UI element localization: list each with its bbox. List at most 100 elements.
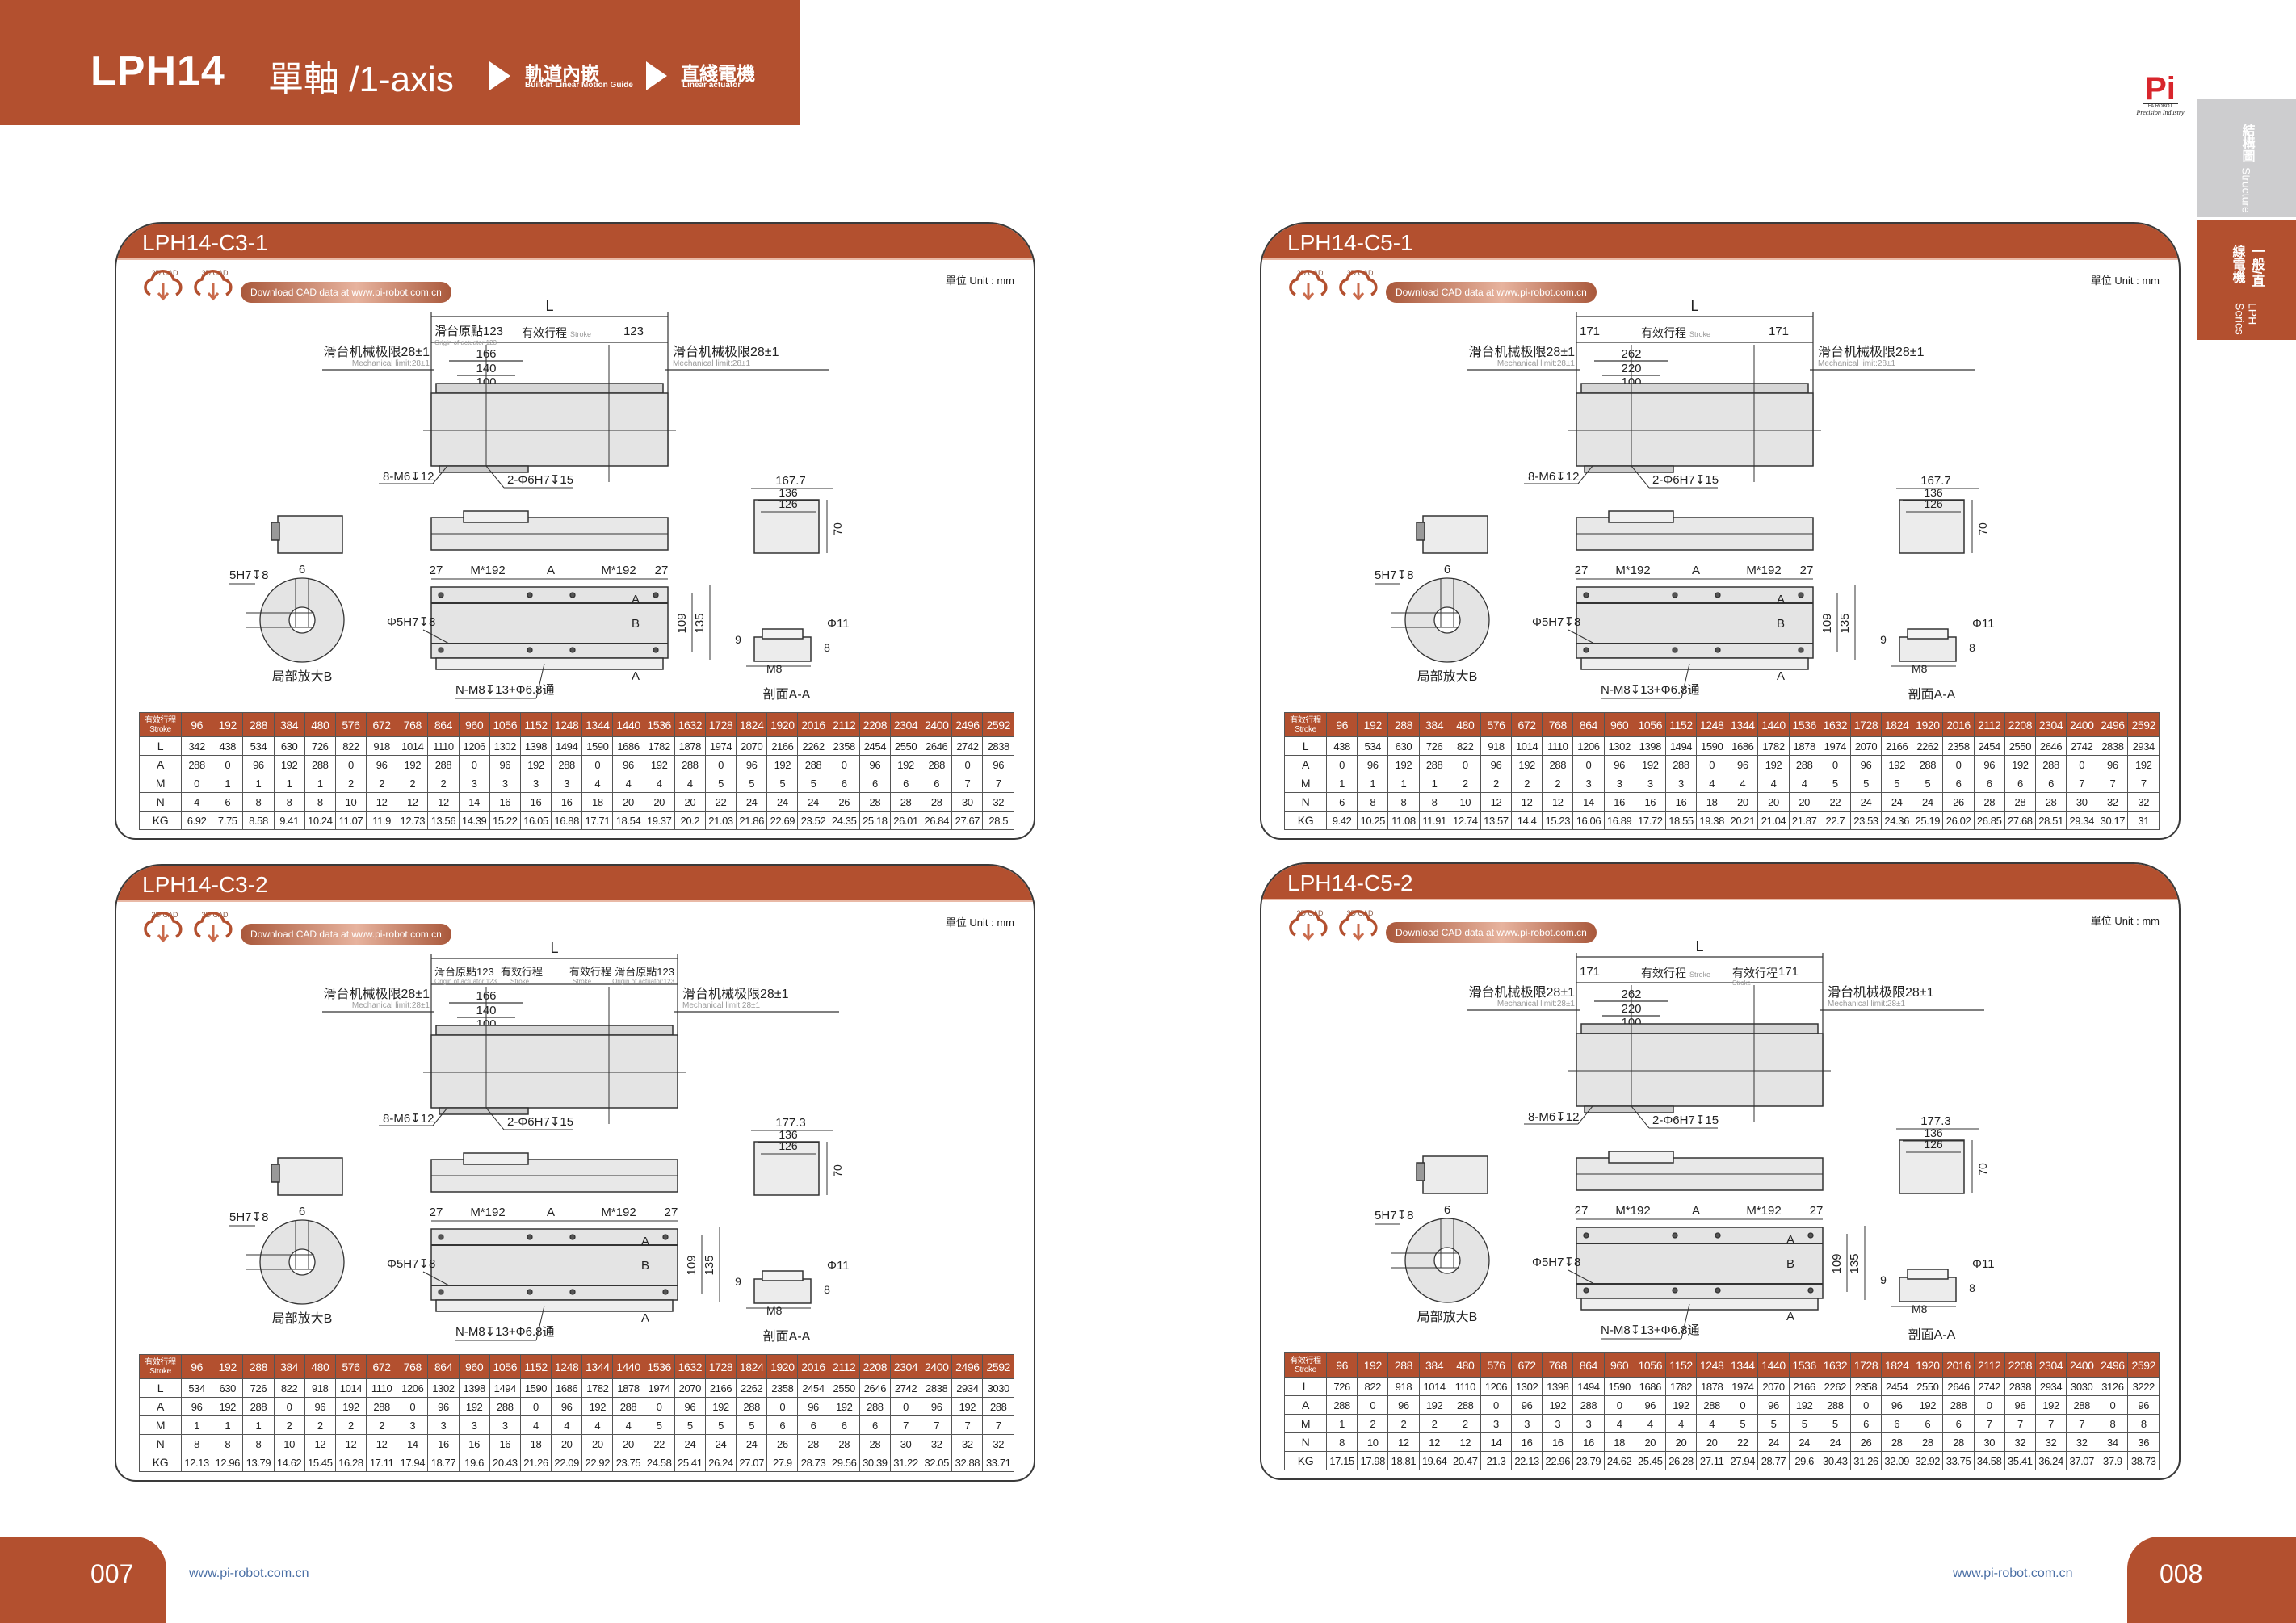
table-cell: 24 [736,1434,768,1453]
table-cell: 18 [581,792,614,812]
table-cell: 2 [1480,774,1513,793]
drawing-label: B [1777,617,1785,631]
carriage-side [463,1152,529,1165]
drawing-label: 126 [1924,497,1943,510]
table-cell: 26.84 [921,811,953,830]
table-cell: 24 [766,792,799,812]
stroke-cell: 1728 [704,1354,737,1379]
stroke-cell: 1440 [612,1354,644,1379]
table-cell: 27.68 [2004,811,2036,830]
cad-3d-download[interactable]: 3D CAD [191,911,239,943]
table-cell: 1974 [704,736,737,756]
stroke-cell: 2592 [982,1354,1014,1379]
table-cell: 4 [180,792,213,812]
table-cell: 1 [180,1415,213,1435]
table-cell: 11.9 [366,811,398,830]
cad-label: 2D CAD [1296,269,1324,277]
table-cell: 96 [1357,755,1389,774]
table-cell: 1110 [1542,736,1574,756]
drawing-label: 8-M6↧12 [383,470,434,484]
mount-hole [569,647,576,653]
table-cell: 10 [334,792,367,812]
download-cad-link[interactable]: Download CAD data at www.pi-robot.com.cn [1386,922,1597,943]
table-cell: 1110 [427,736,460,756]
mount-hole [662,1289,669,1295]
table-cell: 192 [2127,755,2160,774]
stroke-cell: 2208 [858,1354,891,1379]
cad-2d-download[interactable]: 2D CAD [141,911,189,943]
table-cell: 288 [1542,755,1574,774]
drawing-label: 109 [1820,613,1834,633]
logo-tagline: Precision Industry [2136,109,2185,116]
drawing-label: 有效行程 [1641,326,1686,339]
table-cell: 7 [889,1415,922,1435]
cad-3d-download[interactable]: 3D CAD [1336,909,1384,942]
table-cell: 192 [1387,755,1420,774]
table-cell: 31.26 [1849,1451,1883,1470]
table-cell: 918 [304,1378,336,1398]
table-cell: 0 [1819,755,1851,774]
drawing-label: 6 [1444,1203,1450,1217]
table-cell: 4 [674,774,706,793]
table-cell: 6 [921,774,953,793]
footer-url-right[interactable]: www.pi-robot.com.cn [1953,1566,2073,1580]
table-cell: 0 [1942,755,1975,774]
stroke-cell: 960 [458,1354,490,1379]
table-cell: 6 [1912,1414,1944,1433]
drawing-label: Stroke [573,978,592,985]
cad-3d-download[interactable]: 3D CAD [191,269,239,301]
table-cell: 2 [273,1415,305,1435]
tab-structure[interactable]: 結構圖 Structure [2197,99,2296,217]
table-cell: 17.98 [1357,1451,1389,1470]
table-cell: 24 [1881,792,1913,812]
stroke-cell: 1728 [1849,1352,1883,1378]
table-cell: 2646 [2034,736,2067,756]
table-cell: 20 [1788,792,1820,812]
table-cell: 1878 [612,1378,644,1398]
table-cell: 192 [397,755,429,774]
cad-label: 2D CAD [151,911,178,919]
footer-url-left[interactable]: www.pi-robot.com.cn [189,1566,309,1580]
table-cell: 24 [736,792,768,812]
dimension-line [1681,1303,1690,1340]
stroke-cell: 2496 [951,712,984,737]
cad-2d-download[interactable]: 2D CAD [1286,909,1334,942]
table-cell: 0 [766,1397,799,1416]
mount-hole [1672,647,1678,653]
table-cell: 16 [519,792,552,812]
cad-2d-download[interactable]: 2D CAD [1286,269,1334,301]
table-cell: 630 [1387,736,1420,756]
tab-lph-series[interactable]: 一般/直線電機 LPH Series [2197,220,2296,340]
table-cell: 22 [643,1434,675,1453]
table-cell: 2 [1357,1414,1389,1433]
cloud-download-icon [1339,909,1378,942]
download-cad-link[interactable]: Download CAD data at www.pi-robot.com.cn [1386,282,1597,303]
row-label: L [139,736,182,756]
table-cell: 18 [1603,1432,1635,1452]
table-cell: 2358 [828,736,860,756]
table-cell: 18 [1696,792,1728,812]
cad-label: 3D CAD [1346,269,1374,277]
table-cell: 5 [674,1415,706,1435]
download-cad-link[interactable]: Download CAD data at www.pi-robot.com.cn [241,924,451,945]
download-cad-link[interactable]: Download CAD data at www.pi-robot.com.cn [241,282,451,303]
table-cell: 3 [427,1415,460,1435]
table-cell: 2550 [828,1378,860,1398]
table-cell: 192 [2034,1395,2067,1415]
cad-3d-download[interactable]: 3D CAD [1336,269,1384,301]
table-cell: 5 [1881,774,1913,793]
table-cell: 28 [2004,792,2036,812]
drawing-label: Φ5H7↧8 [387,615,435,629]
cad-2d-download[interactable]: 2D CAD [141,269,189,301]
table-cell: 2 [1387,1414,1420,1433]
table-cell: 2070 [674,1378,706,1398]
drawing-label: 123 [623,325,644,338]
table-cell: 9.42 [1325,811,1358,830]
carriage-rail [1580,1023,1819,1034]
table-cell: 96 [1603,755,1635,774]
drawing-label: 局部放大B [272,1311,333,1326]
